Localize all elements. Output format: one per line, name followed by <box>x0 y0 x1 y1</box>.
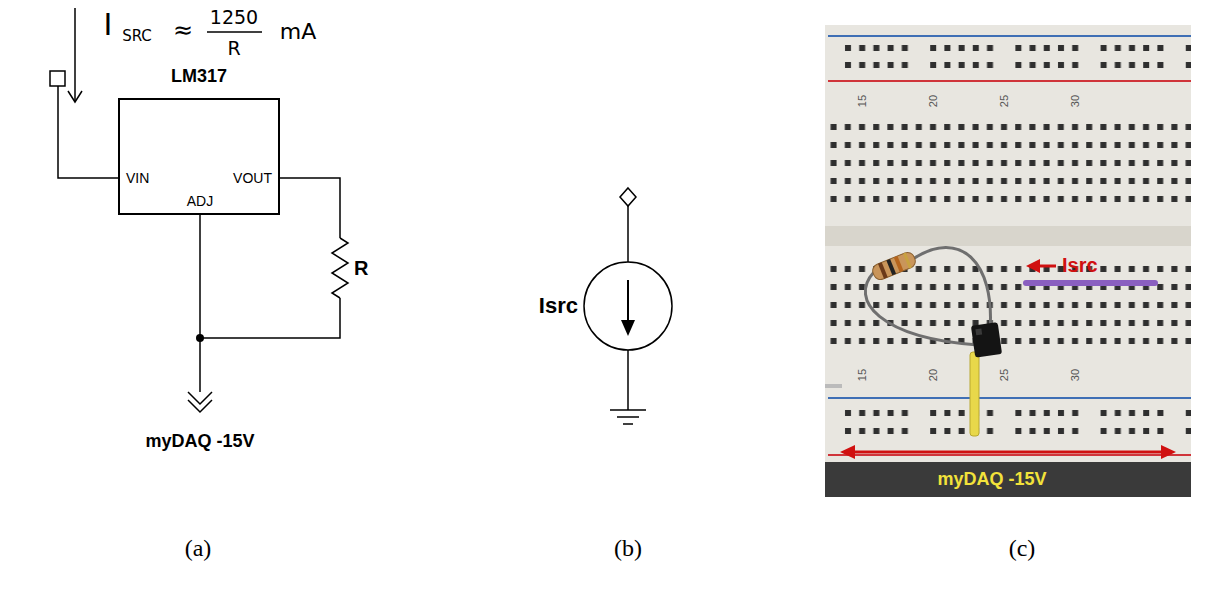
column-number: 20 <box>928 95 939 107</box>
formula-subscript: SRC <box>122 29 152 44</box>
pin-name: VIN <box>126 171 149 185</box>
panel-caption: (b) <box>614 536 642 560</box>
junction-dot <box>196 334 204 342</box>
source-arrow <box>627 280 629 324</box>
input-terminal <box>50 71 65 86</box>
panel-caption: (c) <box>1009 536 1036 560</box>
component-label: R <box>354 258 368 278</box>
formula-number: 1250 <box>210 8 258 27</box>
supply-label: myDAQ -15V <box>145 432 254 450</box>
current-source-symbol <box>584 262 672 350</box>
column-number: 25 <box>999 95 1010 107</box>
formula-symbol: ≈ <box>173 18 193 42</box>
panel-b-source <box>584 188 672 424</box>
column-number: 30 <box>1070 95 1081 107</box>
current-arrow-head <box>68 91 82 102</box>
supply-symbol <box>188 400 212 412</box>
formula-unit: mA <box>280 21 316 43</box>
column-number: 30 <box>1070 369 1081 381</box>
panel-a-wiring <box>50 8 348 412</box>
fraction-bar <box>207 31 262 33</box>
breadboard-photo <box>825 25 1191 497</box>
ground-symbol <box>623 423 633 425</box>
current-arrow <box>74 8 76 101</box>
current-callout: Isrc <box>1062 255 1098 275</box>
supply-callout: myDAQ -15V <box>937 470 1046 488</box>
panel-caption: (a) <box>185 536 212 560</box>
ground-symbol <box>610 409 646 411</box>
adj-wire <box>199 215 201 392</box>
vout-wire <box>280 178 340 238</box>
resistor-symbol <box>332 238 348 298</box>
resistor-return-wire <box>200 298 340 338</box>
part-name: LM317 <box>171 67 227 85</box>
supply-symbol <box>188 392 212 404</box>
source-wire <box>627 206 629 262</box>
pin-name: VOUT <box>233 171 272 185</box>
pin-name: ADJ <box>187 194 213 208</box>
vin-wire <box>58 86 118 178</box>
column-number: 25 <box>999 369 1010 381</box>
ground-symbol <box>617 416 639 418</box>
column-number: 15 <box>857 95 868 107</box>
formula-symbol: R <box>227 39 240 58</box>
ground-wire <box>627 350 629 410</box>
column-number: 20 <box>928 369 939 381</box>
column-number: 15 <box>857 369 868 381</box>
source-label: Isrc <box>539 295 578 317</box>
formula-symbol: I <box>104 10 113 40</box>
terminal-diamond <box>620 188 636 206</box>
regulator-box: LM317VINADJVOUT <box>118 98 280 215</box>
source-arrow-head <box>621 320 635 336</box>
